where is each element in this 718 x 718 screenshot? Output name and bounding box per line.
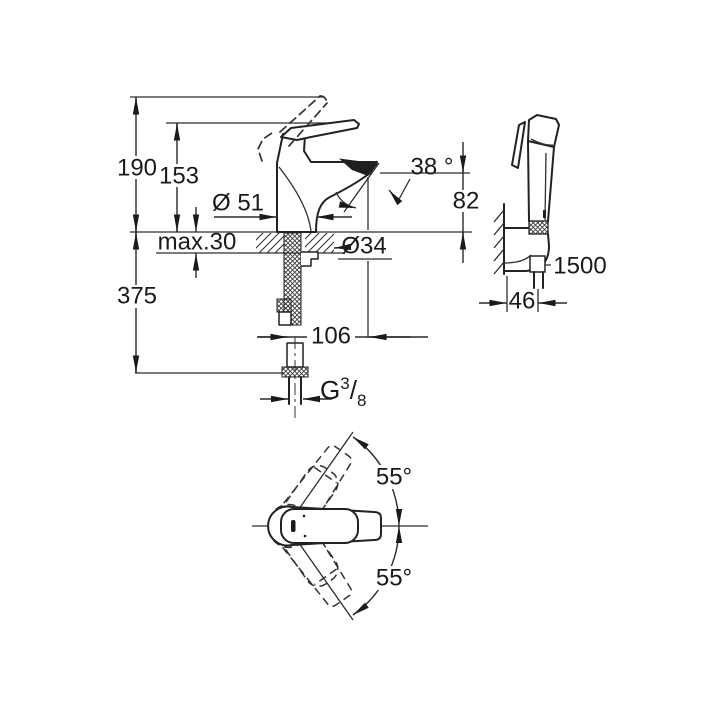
counter-hatch-right [305,233,334,253]
spray-hose-nut-knurl [528,220,549,235]
dimension-46 [479,276,567,312]
spray-head [527,114,560,148]
label-diameter-51: Ø 51 [212,190,264,217]
spray-body-notch [543,210,546,218]
hose-fitting-knurl [276,298,292,313]
dimension-labels: 190 153 Ø 51 max.30 Ø34 38 ° 82 375 106 … [113,154,607,592]
spray-head-neck-line [530,138,554,146]
angle-leader-line [397,178,411,202]
label-angle-38: 38 ° [411,154,454,181]
hose-fitting-body [278,311,292,326]
lever-handle [280,119,360,141]
trigger-lever [511,121,526,169]
locknut [301,251,319,267]
hose-outlet-fitting [529,255,546,273]
counter-hatch-left [256,233,284,253]
hand-shower-view [479,114,567,312]
label-swing-55-up: 55° [376,464,412,491]
handle-logo-mark [291,520,296,532]
label-height-153: 153 [159,163,199,190]
spray-body-left-edge [527,140,530,222]
label-height-190: 190 [117,155,157,182]
label-height-82: 82 [453,188,480,215]
body-blend-line [278,166,312,232]
label-max-30: max.30 [158,229,237,256]
handle-solid [267,505,382,547]
label-depth-46: 46 [509,288,536,315]
label-thread-g38: G3/8 [320,374,366,410]
front-view [130,95,472,419]
spray-body-right-edge [547,146,555,222]
aerator-tip-wedge [339,158,378,176]
flow-direction-arrow [335,191,357,209]
angle-leader-arrow [388,189,403,206]
label-projection-106: 106 [311,323,351,350]
label-diameter-34: Ø34 [341,233,386,260]
lever-raised-dashed [257,95,328,162]
holder-inner-line [503,254,532,264]
label-swing-55-down: 55° [376,565,412,592]
spray-body-inner-line [544,152,547,221]
handle-top-view [252,431,428,621]
label-hose-1500: 1500 [553,253,606,280]
wall-hatch [493,209,505,275]
dimension-d34 [333,243,392,260]
label-depth-375: 375 [117,283,157,310]
